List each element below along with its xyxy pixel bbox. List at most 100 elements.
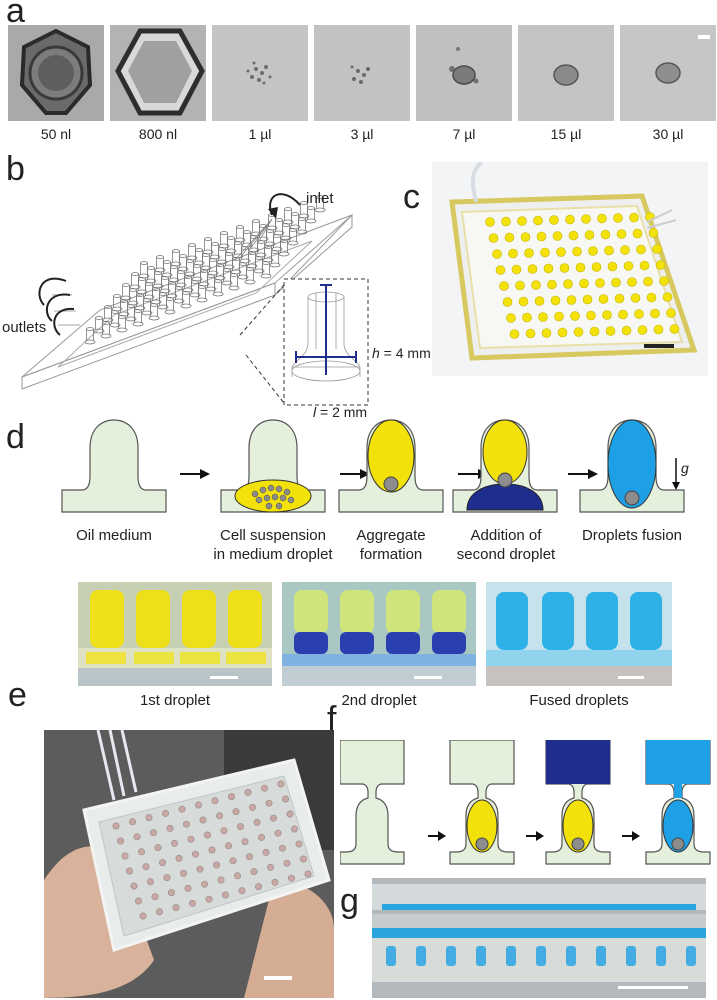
yellow-droplet <box>534 296 545 306</box>
scale-bar-g <box>618 986 688 989</box>
gravity-label: g <box>681 460 689 476</box>
step-2-line-2: in medium droplet <box>213 546 333 563</box>
volume-label-1: 50 nl <box>40 126 72 142</box>
pillar <box>170 249 182 267</box>
handheld-well <box>135 897 143 905</box>
handheld-well <box>249 803 257 811</box>
step-label-second-droplet: Addition of second droplet <box>448 526 564 564</box>
handheld-well <box>184 884 192 892</box>
channel-process-diagram <box>340 740 711 865</box>
length-symbol: l <box>313 404 317 420</box>
micrograph-800nl-image <box>115 28 205 116</box>
photo-fused-droplets-image <box>486 582 672 686</box>
handheld-well <box>255 883 263 891</box>
pillar <box>129 272 141 290</box>
outlets-label: outlets <box>2 319 47 336</box>
handheld-well <box>222 891 230 899</box>
side-view-well <box>656 946 666 966</box>
pillar <box>154 255 166 273</box>
height-symbol: h <box>372 345 380 361</box>
yellow-droplet <box>547 279 557 290</box>
yellow-droplet <box>540 247 550 258</box>
step-4-line-1: Addition of <box>470 527 542 544</box>
yellow-droplet-array <box>485 212 680 339</box>
pillar <box>314 195 326 213</box>
handheld-well <box>261 784 269 792</box>
pillar <box>111 294 123 312</box>
yellow-droplet <box>554 311 564 322</box>
yellow-droplet <box>653 324 664 335</box>
handheld-well <box>241 838 249 846</box>
micrograph-7ul <box>416 25 512 121</box>
step-3-line-2: formation <box>359 546 423 563</box>
pillar <box>93 316 105 334</box>
f-arrow-1 <box>428 831 446 841</box>
yellow-droplet <box>495 265 506 275</box>
handheld-well <box>271 878 279 886</box>
side-view-well <box>506 946 516 966</box>
volume-label-5: 7 µl <box>452 126 476 142</box>
yellow-droplet <box>582 294 593 305</box>
scale-bar-d1 <box>210 676 238 679</box>
device-photo-image <box>449 162 698 361</box>
handheld-device-photo <box>44 730 334 998</box>
yellow-droplet <box>607 261 618 272</box>
photo-first-droplet-image <box>78 582 272 686</box>
yellow-droplet <box>650 308 660 319</box>
volume-label-6: 15 µl <box>550 126 582 142</box>
channel-well-1 <box>340 740 405 865</box>
yellow-droplet <box>614 293 625 304</box>
handheld-well <box>154 844 162 852</box>
handheld-well <box>213 861 221 869</box>
device-schematic <box>21 193 369 406</box>
channel-well-3 <box>545 740 611 865</box>
yellow-droplet <box>517 216 527 226</box>
step-label-aggregate: Aggregate formation <box>336 526 446 564</box>
yellow-droplet <box>543 263 554 274</box>
channel-well-2 <box>449 740 515 865</box>
yellow-droplet <box>566 295 577 305</box>
handheld-well <box>232 808 240 816</box>
handheld-well <box>208 846 216 854</box>
photo-second-droplet <box>282 582 476 686</box>
yellow-droplet <box>573 327 584 337</box>
handheld-well <box>211 797 219 805</box>
handheld-well <box>228 793 236 801</box>
yellow-droplet <box>584 230 595 240</box>
handheld-well <box>244 788 252 796</box>
yellow-droplet <box>616 229 627 239</box>
micrograph-800nl <box>110 25 206 121</box>
scale-bar-d2 <box>414 676 442 679</box>
yellow-droplet <box>508 248 518 259</box>
handheld-well <box>159 859 167 867</box>
micrograph-1ul-image <box>246 61 272 85</box>
pillar <box>282 207 294 225</box>
handheld-well <box>151 893 159 901</box>
yellow-droplet <box>629 212 639 223</box>
yellow-droplet <box>627 277 637 287</box>
handheld-well <box>183 820 191 828</box>
step-3-line-1: Aggregate <box>356 527 426 544</box>
yellow-droplet <box>581 214 591 224</box>
yellow-droplet <box>595 278 605 288</box>
yellow-droplet <box>525 328 536 339</box>
side-view-wells <box>386 946 696 966</box>
side-view-well <box>416 946 426 966</box>
yellow-droplet <box>575 262 586 273</box>
yellow-droplet <box>488 233 499 243</box>
handheld-well <box>267 863 275 871</box>
handheld-well <box>195 801 203 809</box>
scale-bar-e <box>264 976 292 980</box>
yellow-droplet <box>669 324 680 334</box>
yellow-droplet <box>636 244 646 255</box>
handheld-well <box>220 827 228 835</box>
step-label-cell-suspension: Cell suspension in medium droplet <box>193 526 353 564</box>
side-view-well <box>686 946 696 966</box>
handheld-well <box>138 848 146 856</box>
handheld-well <box>139 912 147 920</box>
handheld-well <box>187 835 195 843</box>
micrograph-30ul-image <box>655 62 681 84</box>
yellow-droplet <box>536 231 547 242</box>
side-view-well <box>566 946 576 966</box>
handheld-well <box>205 895 213 903</box>
